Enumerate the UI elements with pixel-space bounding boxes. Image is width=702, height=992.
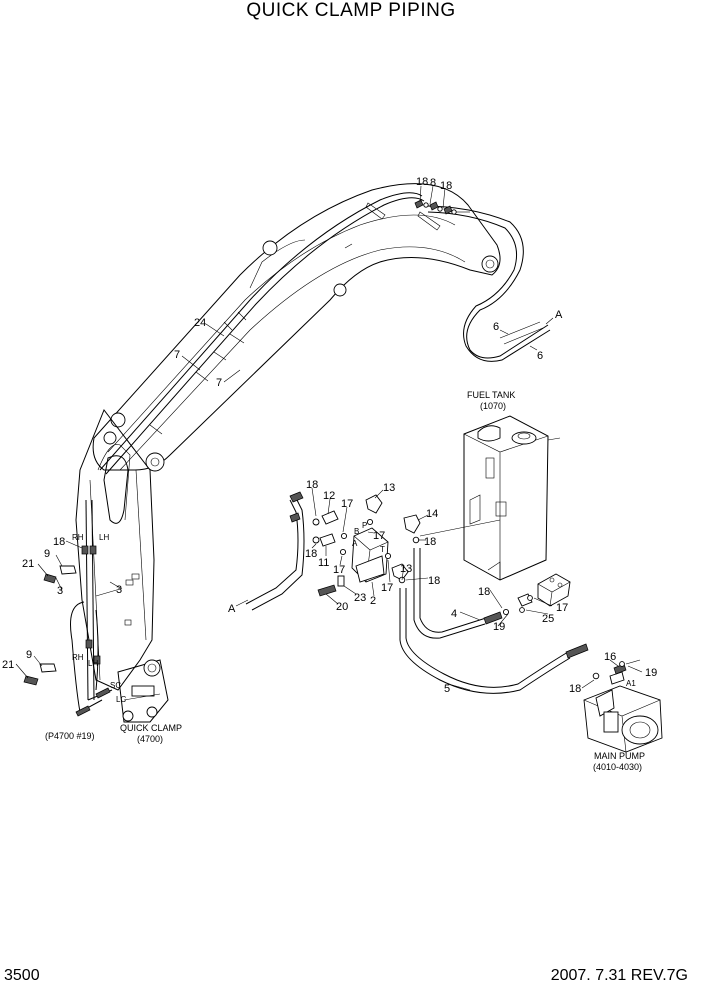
mark-p: P bbox=[362, 521, 367, 530]
callout-18: 18 bbox=[569, 683, 581, 695]
caption-p4700: (P4700 #19) bbox=[45, 731, 95, 741]
main-pump-icon bbox=[583, 659, 663, 753]
callout-18: 18 bbox=[424, 536, 436, 548]
caption-main-pump: MAIN PUMP bbox=[594, 751, 645, 761]
callouts: 18 8 18 A 6 6 24 7 7 18 9 21 3 3 9 21 18… bbox=[2, 176, 657, 772]
caption-fuel-tank: FUEL TANK bbox=[467, 390, 515, 400]
fitting-block-icon bbox=[517, 573, 571, 613]
mark-sc: SC bbox=[110, 681, 121, 690]
callout-5: 5 bbox=[444, 683, 450, 695]
callout-9: 9 bbox=[44, 548, 50, 560]
caption-fuel-tank-ref: (1070) bbox=[480, 401, 506, 411]
callout-4: 4 bbox=[451, 608, 457, 620]
callout-13: 13 bbox=[400, 563, 412, 575]
leader-lines bbox=[15, 185, 643, 691]
callout-17: 17 bbox=[333, 564, 345, 576]
callout-19: 19 bbox=[493, 621, 505, 633]
callout-24: 24 bbox=[194, 317, 206, 329]
callout-6: 6 bbox=[537, 350, 543, 362]
callout-18: 18 bbox=[53, 536, 65, 548]
callout-9: 9 bbox=[26, 649, 32, 661]
callout-2: 2 bbox=[370, 595, 376, 607]
hose-4-5-icon bbox=[399, 548, 600, 694]
callout-18: 18 bbox=[440, 180, 452, 192]
mark-lc: LC bbox=[116, 695, 126, 704]
mark-a1: A1 bbox=[626, 679, 636, 688]
callout-18: 18 bbox=[478, 586, 490, 598]
callout-19: 19 bbox=[645, 667, 657, 679]
boom-icon bbox=[92, 183, 501, 472]
caption-quick-clamp-ref: (4700) bbox=[137, 734, 163, 744]
page-title: QUICK CLAMP PIPING bbox=[246, 0, 456, 21]
callout-12: 12 bbox=[323, 490, 335, 502]
boom-hose-lines bbox=[85, 192, 425, 701]
mark-b: B bbox=[354, 527, 359, 536]
mark-lh: LH bbox=[99, 533, 109, 542]
quick-clamp-icon bbox=[23, 545, 169, 723]
callout-13: 13 bbox=[383, 482, 395, 494]
callout-18: 18 bbox=[306, 479, 318, 491]
callout-3: 3 bbox=[116, 584, 122, 596]
callout-7: 7 bbox=[174, 349, 180, 361]
callout-18: 18 bbox=[416, 176, 428, 188]
mark-lh: LH bbox=[88, 659, 98, 668]
quick-clamp-valve-icon bbox=[235, 491, 421, 611]
caption-main-pump-ref: (4010-4030) bbox=[593, 762, 642, 772]
mark-rh: RH bbox=[72, 533, 84, 542]
callout-20: 20 bbox=[336, 601, 348, 613]
callout-3: 3 bbox=[57, 585, 63, 597]
callout-21: 21 bbox=[2, 659, 14, 671]
callout-8: 8 bbox=[430, 177, 436, 189]
callout-A: A bbox=[228, 603, 236, 615]
callout-7: 7 bbox=[216, 377, 222, 389]
callout-25: 25 bbox=[542, 613, 554, 625]
callout-17: 17 bbox=[341, 498, 353, 510]
callout-17: 17 bbox=[381, 582, 393, 594]
callout-17: 17 bbox=[373, 530, 385, 542]
callout-16: 16 bbox=[604, 651, 616, 663]
callout-18: 18 bbox=[428, 575, 440, 587]
mark-rh: RH bbox=[72, 653, 84, 662]
mark-t: T bbox=[380, 545, 385, 554]
fuel-tank-icon bbox=[419, 415, 549, 581]
callout-14: 14 bbox=[426, 508, 438, 520]
caption-quick-clamp: QUICK CLAMP bbox=[120, 723, 182, 733]
callout-17: 17 bbox=[556, 602, 568, 614]
callout-11: 11 bbox=[318, 557, 329, 569]
revision-date: 2007. 7.31 REV.7G bbox=[550, 967, 688, 984]
callout-A: A bbox=[555, 309, 563, 321]
callout-21: 21 bbox=[22, 558, 34, 570]
callout-23: 23 bbox=[354, 592, 366, 604]
callout-6: 6 bbox=[493, 321, 499, 333]
page-number: 3500 bbox=[4, 967, 40, 984]
hose-6-icon bbox=[414, 199, 551, 362]
mark-a: A bbox=[352, 539, 358, 548]
callout-18: 18 bbox=[305, 548, 317, 560]
